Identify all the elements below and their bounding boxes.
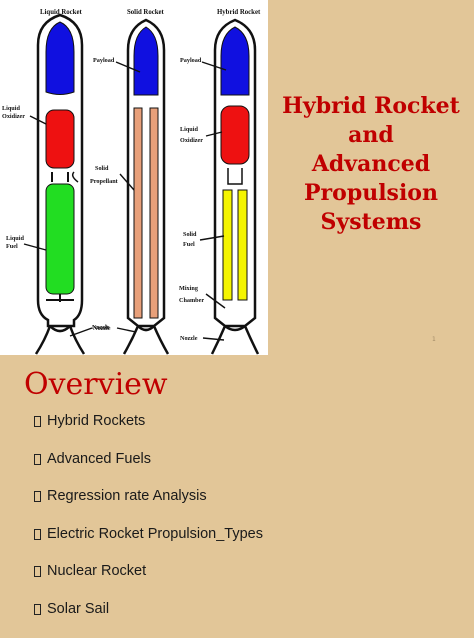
list-item: Advanced Fuels <box>34 451 263 489</box>
liquid-rocket-payload <box>46 22 74 95</box>
hybrid-rocket-fuel-right <box>238 190 247 300</box>
label-mixing-chamber-1: Mixing <box>179 285 199 292</box>
solid-rocket-payload <box>134 27 158 95</box>
label-solid-fuel-2: Fuel <box>183 241 195 248</box>
title-line: Systems <box>280 208 462 237</box>
overview-heading: Overview <box>24 367 168 402</box>
label-liquid-oxidizer3-2: Oxidizer <box>180 137 203 144</box>
hybrid-rocket-payload <box>221 27 249 95</box>
liquid-rocket-fuel <box>46 184 74 294</box>
label-solid-fuel-1: Solid <box>183 231 197 238</box>
liquid-rocket-oxidizer <box>46 110 74 168</box>
label-liquid-oxidizer3-1: Liquid <box>180 126 198 133</box>
label-nozzle-3: Nozzle <box>180 335 198 342</box>
list-item: Hybrid Rockets <box>34 413 263 451</box>
hybrid-rocket-oxidizer <box>221 106 249 164</box>
label-liquid-fuel-2: Fuel <box>6 243 18 250</box>
label-mixing-chamber-2: Chamber <box>179 297 204 304</box>
label-liquid-oxidizer-2: Oxidizer <box>2 113 25 120</box>
bullet-text: Electric Rocket Propulsion_Types <box>47 526 263 542</box>
liquid-rocket-nozzle <box>36 326 84 354</box>
title-line: Hybrid Rocket <box>280 92 462 121</box>
rocket-diagram-svg: Liquid Rocket Solid Rocket Hybrid Rocket… <box>0 0 268 355</box>
title-line: Advanced <box>280 150 462 179</box>
bullet-box-icon <box>34 529 41 540</box>
bullet-text: Solar Sail <box>47 601 109 617</box>
rocket-comparison-diagram: Liquid Rocket Solid Rocket Hybrid Rocket… <box>0 0 268 355</box>
bullet-box-icon <box>34 604 41 615</box>
label-liquid-fuel-1: Liquid <box>6 235 24 242</box>
bullet-box-icon <box>34 454 41 465</box>
solid-rocket-propellant-left <box>134 108 142 318</box>
hybrid-rocket-fuel-left <box>223 190 232 300</box>
bullet-box-icon <box>34 491 41 502</box>
bullet-text: Regression rate Analysis <box>47 488 207 504</box>
slide-2: Overview Hybrid Rockets Advanced Fuels R… <box>0 355 474 632</box>
title-line: Propulsion <box>280 179 462 208</box>
label-solid-propellant-1: Solid <box>95 165 109 172</box>
list-item: Solar Sail <box>34 601 263 638</box>
list-item: Electric Rocket Propulsion_Types <box>34 526 263 564</box>
bullet-text: Hybrid Rockets <box>47 413 145 429</box>
bullet-text: Advanced Fuels <box>47 451 151 467</box>
liquid-rocket <box>36 15 84 354</box>
page-number: 1 <box>432 336 436 343</box>
slide-title: Hybrid Rocket and Advanced Propulsion Sy… <box>280 92 462 237</box>
title-line: and <box>280 121 462 150</box>
bullet-text: Nuclear Rocket <box>47 563 146 579</box>
label-payload-2: Payload <box>93 57 115 64</box>
solid-rocket-propellant-right <box>150 108 158 318</box>
label-payload-3: Payload <box>180 57 202 64</box>
bullet-box-icon <box>34 566 41 577</box>
label-nozzle-2: Nozzle <box>93 325 111 332</box>
slide-1: Liquid Rocket Solid Rocket Hybrid Rocket… <box>0 0 474 355</box>
header-solid-rocket: Solid Rocket <box>127 9 165 16</box>
label-liquid-oxidizer-1: Liquid <box>2 105 20 112</box>
label-solid-propellant-2: Propellant <box>90 178 119 185</box>
header-hybrid-rocket: Hybrid Rocket <box>217 9 261 16</box>
overview-bullet-list: Hybrid Rockets Advanced Fuels Regression… <box>34 413 263 638</box>
bullet-box-icon <box>34 416 41 427</box>
list-item: Regression rate Analysis <box>34 488 263 526</box>
list-item: Nuclear Rocket <box>34 563 263 601</box>
